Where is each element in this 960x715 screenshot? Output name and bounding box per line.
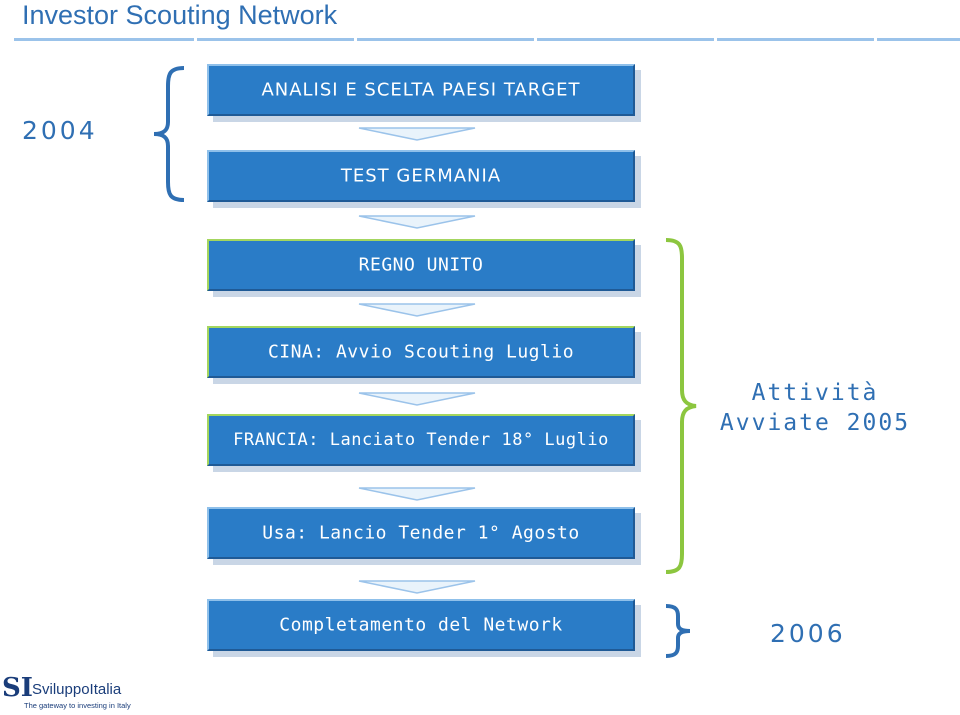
arrow-down-4-icon (358, 392, 476, 406)
box-label: ANALISI E SCELTA PAESI TARGET (261, 79, 581, 101)
box-cina: CINA: Avvio Scouting Luglio (207, 326, 635, 378)
box-label: REGNO UNITO (358, 254, 484, 276)
box-francia: FRANCIA: Lanciato Tender 18° Luglio (207, 414, 635, 466)
side-line-1: Attività (751, 380, 879, 406)
box-germania: TEST GERMANIA (207, 150, 635, 202)
box-regno-unito: REGNO UNITO (207, 239, 635, 291)
arrow-down-5-icon (358, 487, 476, 501)
arrow-down-2-icon (358, 215, 476, 229)
arrow-down-1-icon (358, 127, 476, 141)
box-analisi: ANALISI E SCELTA PAESI TARGET (207, 64, 635, 116)
logo-tagline: The gateway to investing in Italy (24, 701, 131, 710)
box-label: FRANCIA: Lanciato Tender 18° Luglio (233, 430, 609, 450)
sviluppoitalia-logo: SI SviluppoItalia The gateway to investi… (2, 672, 132, 711)
arrow-down-3-icon (358, 303, 476, 317)
right-brace-2006 (665, 604, 691, 658)
box-label: Usa: Lancio Tender 1° Agosto (262, 522, 580, 544)
attivita-avviate-label: Attività Avviate 2005 (700, 378, 930, 438)
side-line-2: Avviate 2005 (719, 410, 911, 436)
box-usa: Usa: Lancio Tender 1° Agosto (207, 507, 635, 559)
box-completamento: Completamento del Network (207, 599, 635, 651)
arrow-down-6-icon (358, 580, 476, 594)
right-brace-2005 (665, 238, 697, 574)
year-2006: 2006 (770, 619, 846, 648)
box-label: CINA: Avvio Scouting Luglio (267, 341, 575, 363)
year-2004: 2004 (22, 116, 98, 145)
logo-name: SviluppoItalia (32, 681, 122, 698)
title-underline (14, 38, 960, 41)
box-label: Completamento del Network (279, 614, 563, 636)
logo-mark-icon: SI SviluppoItalia The gateway to investi… (2, 673, 131, 710)
slide-title: Investor Scouting Network (22, 0, 338, 30)
box-label: TEST GERMANIA (340, 165, 502, 187)
left-brace-2004 (153, 66, 185, 202)
logo-mark: SI (2, 673, 33, 703)
